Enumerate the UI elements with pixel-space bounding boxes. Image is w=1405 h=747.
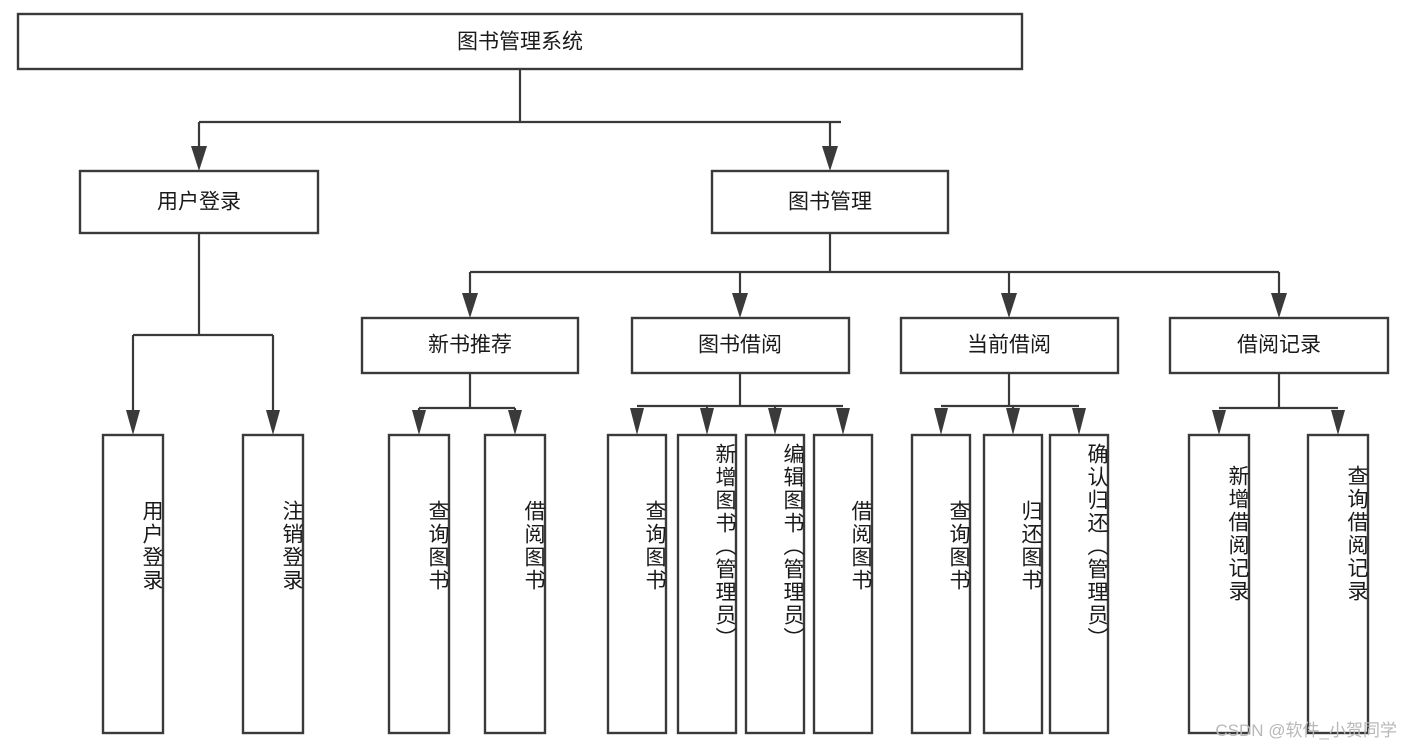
arrow-head-leaf-confirm-return <box>1072 408 1086 435</box>
connector-group-current-borrow <box>934 373 1086 435</box>
leaf-box-return-book[interactable] <box>982 433 1044 735</box>
arrow-head-leaf-user-logout <box>266 410 280 435</box>
connector-group-book-borrow <box>630 373 850 435</box>
node-book-borrow-box[interactable] <box>630 316 851 375</box>
leaf-box-user-login[interactable] <box>101 433 165 735</box>
leaf-box-borrow-book-rec[interactable] <box>483 433 547 735</box>
arrow-head-current-borrow <box>1001 293 1017 318</box>
arrow-head-book-borrow <box>732 293 748 318</box>
arrow-head-leaf-query-book-cur <box>934 408 948 435</box>
arrow-head-book-manage <box>822 146 838 171</box>
connector-group-user-login <box>126 233 280 435</box>
leaf-box-confirm-return[interactable] <box>1048 433 1110 735</box>
leaf-box-user-logout[interactable] <box>241 433 305 735</box>
arrow-head-leaf-edit-book <box>768 408 782 435</box>
arrow-head-leaf-query-record <box>1331 410 1345 435</box>
leaf-box-query-book-bor[interactable] <box>606 433 668 735</box>
node-user-login[interactable]: 用户登录 <box>78 169 320 235</box>
arrow-head-new-book-recommend <box>462 293 478 318</box>
node-book-manage-label: 图书管理 <box>788 191 872 214</box>
node-borrow-record-label: 借阅记录 <box>1237 334 1321 357</box>
node-borrow-record[interactable]: 借阅记录 <box>1168 316 1390 375</box>
node-book-borrow-label: 图书借阅 <box>698 334 782 357</box>
node-book-manage[interactable]: 图书管理 <box>710 169 950 235</box>
leaf-box-add-record[interactable] <box>1187 433 1251 735</box>
leaf-box-query-book-rec[interactable] <box>387 433 451 735</box>
leaf-box-add-book[interactable] <box>676 433 738 735</box>
node-new-book-recommend-label: 新书推荐 <box>428 334 512 357</box>
connector-group-book-manage <box>462 233 1287 318</box>
leaf-boxes <box>101 433 1370 735</box>
arrow-head-borrow-record <box>1271 293 1287 318</box>
arrow-head-user-login <box>191 146 207 171</box>
arrow-head-leaf-add-record <box>1212 410 1226 435</box>
leaf-box-edit-book[interactable] <box>744 433 806 735</box>
leaf-box-query-record[interactable] <box>1306 433 1370 735</box>
node-book-manage-box[interactable] <box>710 169 950 235</box>
arrow-head-leaf-user-login <box>126 410 140 435</box>
arrow-head-leaf-return-book <box>1006 408 1020 435</box>
arrow-head-leaf-add-book <box>700 408 714 435</box>
arrow-head-leaf-borrow-book-rec <box>508 410 522 435</box>
connector-group-borrow-record <box>1212 373 1345 435</box>
node-root-box[interactable] <box>16 12 1024 71</box>
arrow-head-leaf-query-book-bor <box>630 408 644 435</box>
leaf-box-query-book-cur[interactable] <box>910 433 972 735</box>
csdn-watermark: CSDN @软件_小贺同学 <box>1215 721 1397 740</box>
node-user-login-box[interactable] <box>78 169 320 235</box>
node-new-book-recommend-box[interactable] <box>360 316 580 375</box>
arrow-head-leaf-query-book-rec <box>412 410 426 435</box>
connector-group-new-book-recommend <box>412 373 522 435</box>
leaf-box-borrow-book-bor[interactable] <box>812 433 874 735</box>
node-current-borrow[interactable]: 当前借阅 <box>899 316 1120 375</box>
node-current-borrow-box[interactable] <box>899 316 1120 375</box>
arrow-head-leaf-borrow-book-bor <box>836 408 850 435</box>
node-root[interactable]: 图书管理系统 <box>16 12 1024 71</box>
node-new-book-recommend[interactable]: 新书推荐 <box>360 316 580 375</box>
node-root-label: 图书管理系统 <box>457 31 583 54</box>
node-current-borrow-label: 当前借阅 <box>967 334 1051 357</box>
node-book-borrow[interactable]: 图书借阅 <box>630 316 851 375</box>
node-borrow-record-box[interactable] <box>1168 316 1390 375</box>
node-user-login-label: 用户登录 <box>157 191 241 214</box>
connector-group-root <box>191 69 841 171</box>
